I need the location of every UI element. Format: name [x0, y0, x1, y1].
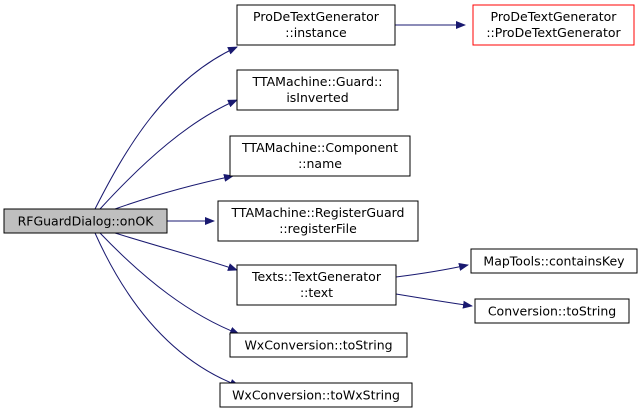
node-textgenerator-text[interactable]: Texts::TextGenerator ::text — [236, 264, 397, 306]
node-label: WxConversion::toString — [244, 338, 392, 353]
node-label-line-2: ::name — [298, 156, 342, 171]
node-label-line-2: isInverted — [286, 90, 348, 105]
node-prodetextgenerator-ctor[interactable]: ProDeTextGenerator ::ProDeTextGenerator — [472, 4, 635, 46]
edge-text-containskey — [395, 263, 469, 278]
edge-onok-text — [114, 232, 238, 271]
edge-text-convtostring — [395, 293, 473, 309]
node-component-name[interactable]: TTAMachine::Component ::name — [229, 135, 411, 177]
node-label-line-1: TTAMachine::RegisterGuard — [231, 205, 405, 220]
node-label: MapTools::containsKey — [483, 254, 625, 269]
edge-onok-name — [114, 173, 234, 210]
node-prodetextgenerator-instance[interactable]: ProDeTextGenerator ::instance — [236, 4, 396, 46]
node-label: WxConversion::toWxString — [232, 388, 400, 403]
node-rfguarddialog-onok[interactable]: RFGuardDialog::onOK — [3, 208, 168, 234]
node-label-line-1: ProDeTextGenerator — [491, 9, 618, 24]
node-label: RFGuardDialog::onOK — [18, 214, 155, 229]
edge-onok-isinverted — [99, 99, 238, 210]
node-label-line-1: Texts::TextGenerator — [251, 269, 382, 284]
node-maptools-containskey[interactable]: MapTools::containsKey — [470, 248, 638, 274]
node-label-line-2: ::text — [300, 285, 333, 300]
node-label-line-1: TTAMachine::Component — [241, 140, 398, 155]
node-label-line-2: ::instance — [285, 25, 347, 40]
node-label-line-2: ::registerFile — [279, 221, 357, 236]
node-label: Conversion::toString — [488, 304, 616, 319]
node-guard-isinverted[interactable]: TTAMachine::Guard:: isInverted — [236, 69, 399, 111]
node-label-line-1: TTAMachine::Guard:: — [252, 74, 383, 89]
edge-onok-wxtostring — [99, 232, 240, 335]
edge-onok-instance — [94, 46, 238, 210]
node-registerguard-registerfile[interactable]: TTAMachine::RegisterGuard ::registerFile — [217, 200, 419, 242]
node-wxconversion-tostring[interactable]: WxConversion::toString — [229, 332, 408, 358]
node-label-line-1: ProDeTextGenerator — [253, 9, 380, 24]
edge-onok-wxtowxstring — [94, 232, 240, 387]
node-wxconversion-towxstring[interactable]: WxConversion::toWxString — [219, 382, 413, 408]
node-conversion-tostring[interactable]: Conversion::toString — [474, 298, 630, 324]
node-label-line-2: ::ProDeTextGenerator — [486, 25, 621, 40]
